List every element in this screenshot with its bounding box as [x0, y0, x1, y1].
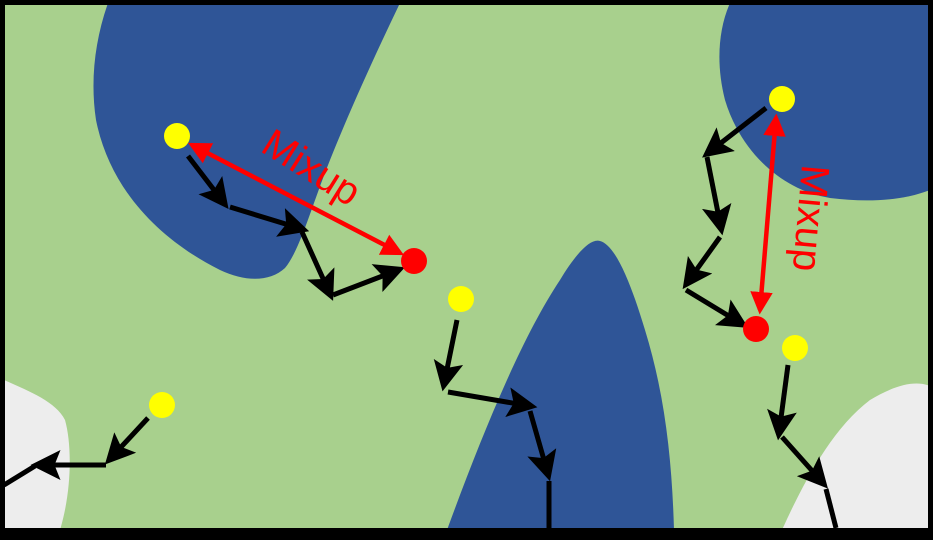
sample-point — [164, 123, 190, 149]
trajectory-arrow-icon — [767, 364, 797, 441]
trajectory-arrow-icon — [682, 235, 723, 290]
trajectory-arrow-icon — [332, 264, 406, 298]
trajectory-arrow-icon — [447, 387, 538, 417]
blue-region-top-left — [93, 5, 400, 279]
mixup-double-arrow-icon — [188, 142, 404, 256]
trajectory-arrow-icon — [104, 416, 150, 465]
trajectory-segment — [823, 488, 839, 528]
blue-region-bottom-center — [447, 240, 674, 528]
gray-region-bottom-right — [782, 383, 928, 528]
sample-point — [782, 335, 808, 361]
sample-point — [149, 392, 175, 418]
trajectory-arrow-icon — [527, 410, 557, 482]
trajectory — [5, 416, 150, 488]
trajectory — [767, 364, 839, 528]
sample-point — [448, 286, 474, 312]
sample-point — [769, 86, 795, 112]
mixed-point — [401, 248, 427, 274]
trajectory-arrow-icon — [684, 287, 749, 328]
trajectory-arrow-icon — [701, 156, 732, 236]
mixed-point — [743, 316, 769, 342]
trajectory-arrow-icon — [433, 319, 464, 392]
trajectory-segment — [5, 463, 37, 488]
mixup-double-arrow-icon — [750, 113, 786, 315]
trajectory — [433, 319, 557, 528]
trajectory-arrow-icon — [780, 435, 828, 489]
mixup-arrows-layer — [188, 113, 786, 315]
points-layer — [149, 86, 808, 418]
mixup-label: Mixup — [784, 163, 837, 273]
